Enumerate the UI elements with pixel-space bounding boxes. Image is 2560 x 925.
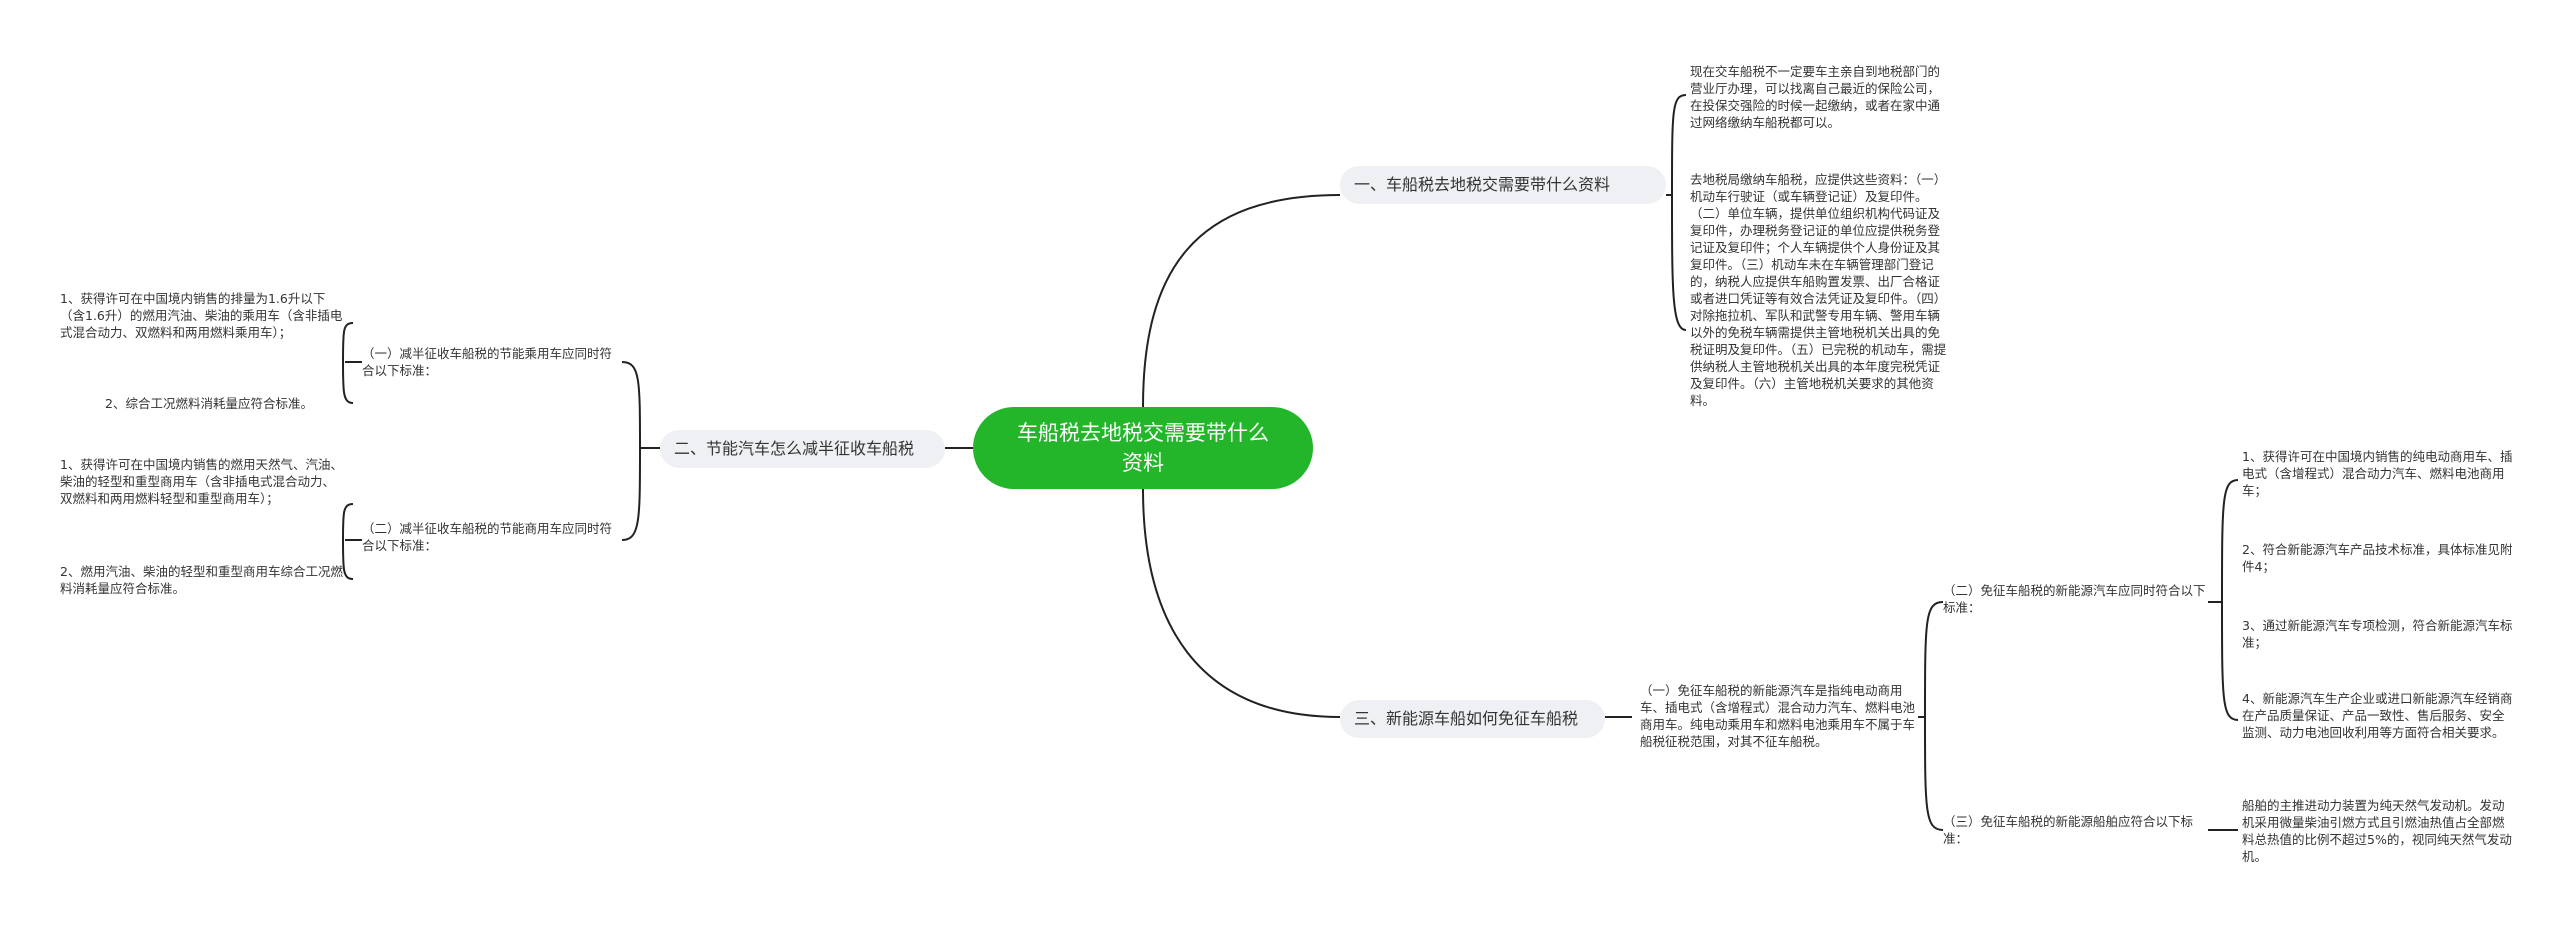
link-branch2-subs [621, 361, 660, 541]
branch-2-sub-2: （二）减半征收车船税的节能商用车应同时符合以下标准： [362, 521, 613, 553]
branch-3-mid: （一）免征车船税的新能源汽车是指纯电动商用车、插电式（含增程式）混合动力汽车、燃… [1640, 683, 1916, 749]
link-b2s1-leaves [342, 322, 362, 404]
root-title: 车船税去地税交需要带什么资料 [1017, 421, 1269, 475]
link-mid-subs [1918, 601, 1944, 831]
branch-3-sub-2: （二）免征车船税的新能源汽车应同时符合以下标准： [1943, 583, 2206, 615]
link-b3s2-leaves [2208, 479, 2239, 721]
link-b2s2-leaves [342, 503, 362, 580]
branch-3-sub-2-leaf-2: 2、符合新能源汽车产品技术标准，具体标准见附件4； [2242, 542, 2513, 574]
branch-3-sub-2-leaf-3: 3、通过新能源汽车专项检测，符合新能源汽车标准； [2242, 618, 2513, 650]
branch-2-sub-1-leaf-2: 2、综合工况燃料消耗量应符合标准。 [105, 396, 313, 411]
branch-3-sub-3-leaf-1: 船舶的主推进动力装置为纯天然气发动机。发动机采用微量柴油引燃方式且引燃油热值占全… [2242, 798, 2512, 864]
branch-3-sub-2-leaf-4: 4、新能源汽车生产企业或进口新能源汽车经销商在产品质量保证、产品一致性、售后服务… [2242, 691, 2513, 740]
branch-2[interactable]: 二、节能汽车怎么减半征收车船税 [660, 430, 945, 468]
branch-3[interactable]: 三、新能源车船如何免征车船税 [1340, 700, 1605, 738]
branch-2-sub-2-leaf-2: 2、燃用汽油、柴油的轻型和重型商用车综合工况燃料消耗量应符合标准。 [60, 564, 343, 596]
link-branch1-leaves [1666, 94, 1687, 331]
branch-3-sub-2-leaf-1: 1、获得许可在中国境内销售的纯电动商用车、插电式（含增程式）混合动力汽车、燃料电… [2242, 449, 2513, 498]
branch-3-sub-3: （三）免征车船税的新能源船舶应符合以下标准： [1943, 814, 2194, 846]
branch-1-leaf-1: 现在交车船税不一定要车主亲自到地税部门的营业厅办理，可以找离自己最近的保险公司，… [1690, 64, 1941, 130]
branch-2-sub-1-leaf-1: 1、获得许可在中国境内销售的排量为1.6升以下（含1.6升）的燃用汽油、柴油的乘… [60, 291, 343, 340]
link-root-branch3 [1142, 488, 1341, 718]
branch-2-sub-2-leaf-1: 1、获得许可在中国境内销售的燃用天然气、汽油、柴油的轻型和重型商用车（含非插电式… [60, 457, 343, 506]
root-topic[interactable]: 车船税去地税交需要带什么资料 [973, 407, 1313, 489]
branch-1-leaf-2: 去地税局缴纳车船税，应提供这些资料：（一）机动车行驶证（或车辆登记证）及复印件。… [1690, 172, 1947, 408]
branch-2-title: 二、节能汽车怎么减半征收车船税 [674, 439, 915, 458]
branch-3-title: 三、新能源车船如何免征车船税 [1354, 709, 1579, 728]
link-root-branch1 [1142, 194, 1341, 408]
branch-2-sub-1: （一）减半征收车船税的节能乘用车应同时符合以下标准： [362, 346, 613, 378]
branch-1[interactable]: 一、车船税去地税交需要带什么资料 [1340, 166, 1666, 204]
branch-1-title: 一、车船税去地税交需要带什么资料 [1354, 175, 1611, 194]
